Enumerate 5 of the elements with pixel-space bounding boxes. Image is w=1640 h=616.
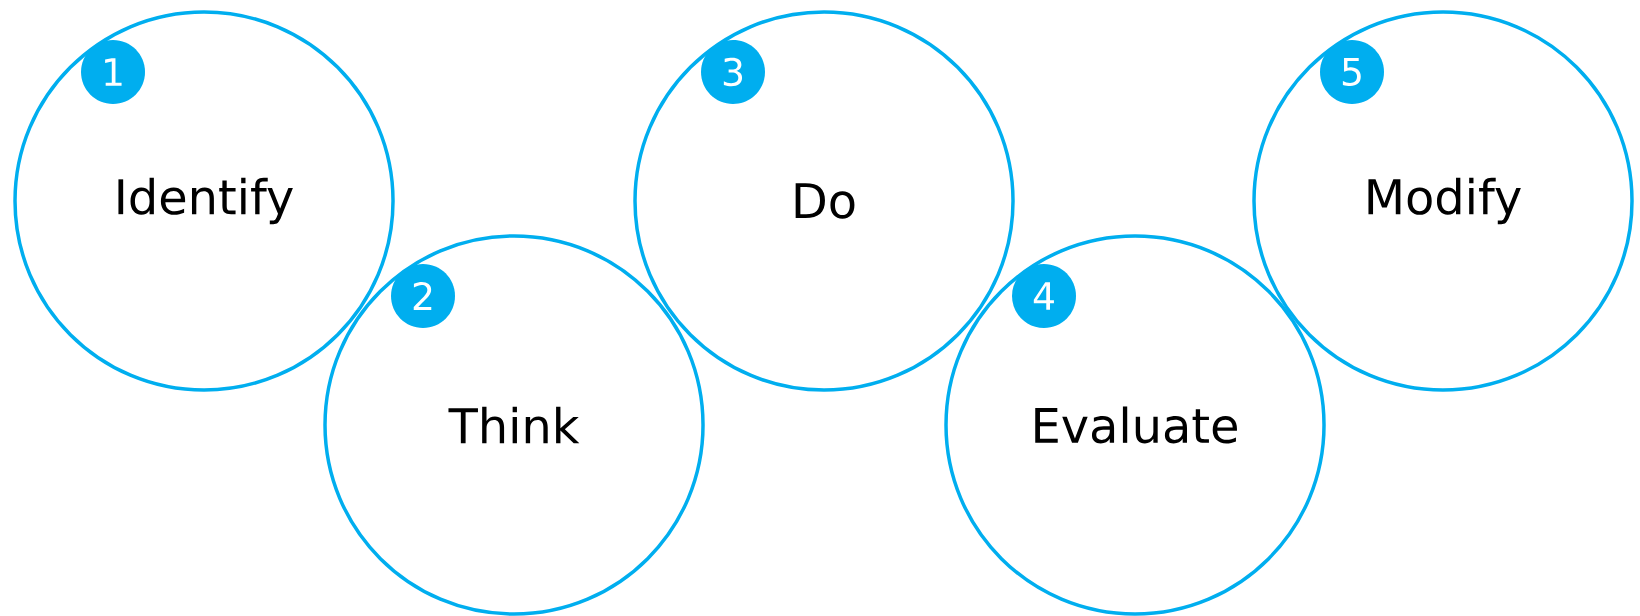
number-badge: 2	[391, 264, 455, 328]
number-badge: 1	[81, 40, 145, 104]
number-badge: 3	[701, 40, 765, 104]
number-badge: 5	[1320, 40, 1384, 104]
number-badge: 4	[1012, 264, 1076, 328]
